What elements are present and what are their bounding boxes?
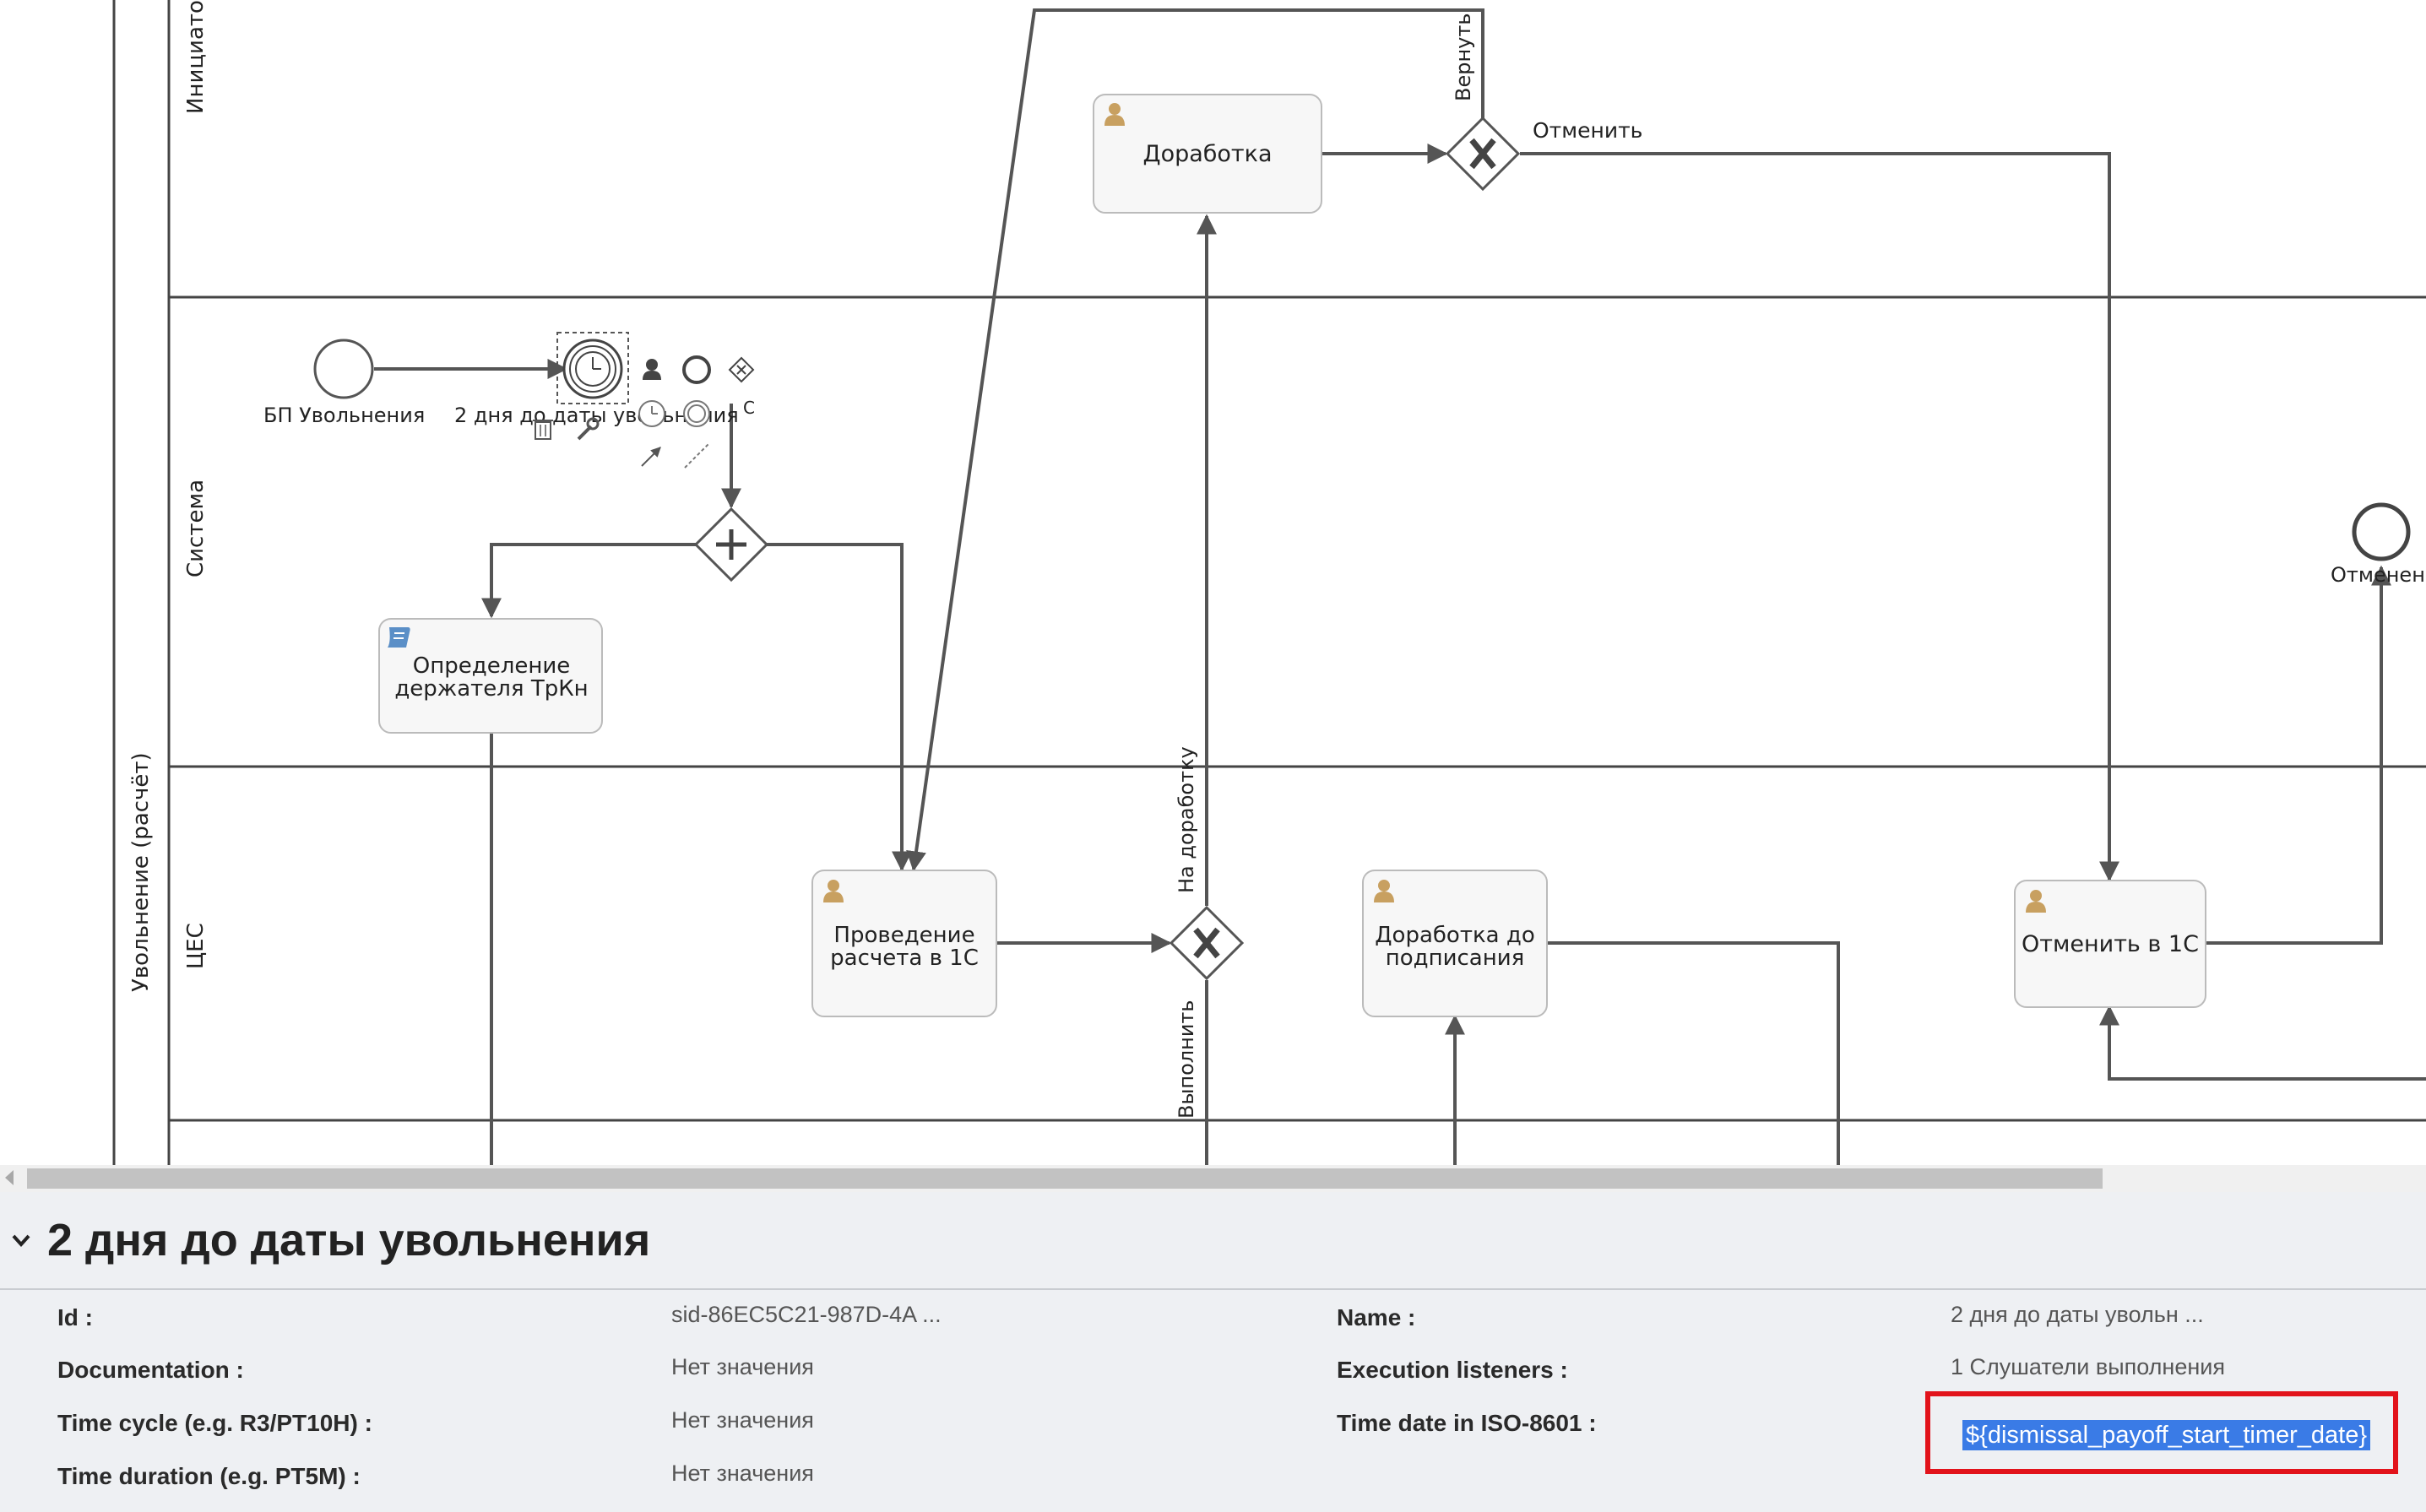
canvas-horizontal-scrollbar[interactable] [0,1165,2426,1192]
task-cancel-1c-label: Отменить в 1С [2022,931,2199,957]
start-event-label: БП Увольнения [263,404,425,427]
prop-documentation-value[interactable]: Нет значения [671,1354,814,1379]
append-timer-icon[interactable] [638,400,665,427]
task-rework-sign[interactable]: Доработка до подписания [1362,870,1548,1017]
pool-dismissal[interactable]: Увольнение (расчёт) [112,0,171,1165]
timer-event[interactable] [556,332,629,404]
lane-ces[interactable]: ЦЕС [169,923,2426,1122]
prop-time-date-label: Time date in ISO-8601 : [1337,1410,1597,1436]
scrollbar-thumb[interactable] [27,1168,2103,1189]
task-rework-sign-line2: подписания [1386,946,1525,971]
task-rework-sign-line1: Доработка до [1375,923,1535,948]
lane-initiator[interactable]: Инициатор [169,0,2426,299]
task-determine-holder[interactable]: Определение держателя ТрКн [378,618,603,734]
append-user-task-icon[interactable] [643,359,661,380]
flow-cancel-label: Отменить [1533,118,1642,143]
flow-to-rework-label: На доработку [1175,746,1198,893]
task-rework-label: Доработка [1142,141,1272,167]
association-icon[interactable] [684,443,709,469]
append-intermediate-icon[interactable] [683,400,710,427]
exclusive-gateway-rework[interactable] [1445,116,1521,192]
lane-system[interactable]: Система [169,480,2426,768]
prop-id-value[interactable]: sid-86EC5C21-987D-4A ... [671,1302,942,1327]
flow-execute-label: Выполнить [1175,1000,1198,1119]
task-holder-line1: Определение [413,653,570,679]
prop-id-label: Id : [57,1304,93,1330]
sequence-flows [374,8,2426,1165]
prop-execution-listeners-value[interactable]: 1 Слушатели выполнения [1951,1354,2225,1379]
context-pad-label: С [743,398,755,418]
scroll-left-icon[interactable] [5,1170,14,1185]
end-event-cancelled[interactable] [2352,502,2411,561]
prop-name-label: Name : [1337,1304,1416,1330]
script-task-icon [388,627,410,648]
prop-time-cycle-label: Time cycle (e.g. R3/PT10H) : [57,1410,372,1436]
append-end-event-icon[interactable] [682,355,711,384]
prop-time-cycle-value[interactable]: Нет значения [671,1407,814,1433]
properties-header: 2 дня до даты увольнения [0,1192,2426,1290]
prop-time-duration-value[interactable]: Нет значения [671,1461,814,1486]
start-event[interactable] [313,339,374,399]
end-event-cancelled-label: Отменено [2331,563,2426,587]
prop-time-duration-label: Time duration (e.g. PT5M) : [57,1463,361,1489]
connect-arrow-icon[interactable] [641,447,661,467]
prop-time-date-value[interactable]: ${dismissal_payoff_start_timer_date} [1962,1420,2371,1450]
wrench-icon[interactable] [577,417,600,441]
pool-label: Увольнение (расчёт) [128,752,154,992]
trash-icon[interactable] [533,420,553,440]
task-calc-1c[interactable]: Проведение расчета в 1С [811,870,997,1017]
flow-return-label: Вернуть [1452,14,1475,101]
exclusive-gateway-result[interactable] [1169,905,1245,981]
task-holder-line2: держателя ТрКн [394,676,588,702]
task-calc-line2: расчета в 1С [830,946,979,971]
lane-initiator-label: Инициатор [183,0,209,114]
bpmn-canvas[interactable]: Увольнение (расчёт) Инициатор Система ЦЕ… [0,0,2426,1165]
prop-name-value[interactable]: 2 дня до даты увольн ... [1951,1302,2204,1327]
properties-panel: 2 дня до даты увольнения Id : sid-86EC5C… [0,1192,2426,1512]
lane-system-label: Система [183,480,209,577]
prop-execution-listeners-label: Execution listeners : [1337,1357,1568,1383]
prop-documentation-label: Documentation : [57,1357,244,1383]
task-cancel-1c[interactable]: Отменить в 1С [2014,880,2206,1008]
lane-ces-label: ЦЕС [183,923,209,969]
task-calc-line1: Проведение [833,923,974,948]
context-pad[interactable]: С [533,355,755,469]
chevron-down-icon[interactable] [10,1229,32,1251]
prop-time-date-input[interactable]: ${dismissal_payoff_start_timer_date} [1925,1391,2398,1474]
properties-title: 2 дня до даты увольнения [47,1215,651,1265]
parallel-gateway[interactable] [693,507,769,583]
task-rework[interactable]: Доработка [1093,94,1322,214]
append-gateway-icon[interactable] [728,356,755,383]
